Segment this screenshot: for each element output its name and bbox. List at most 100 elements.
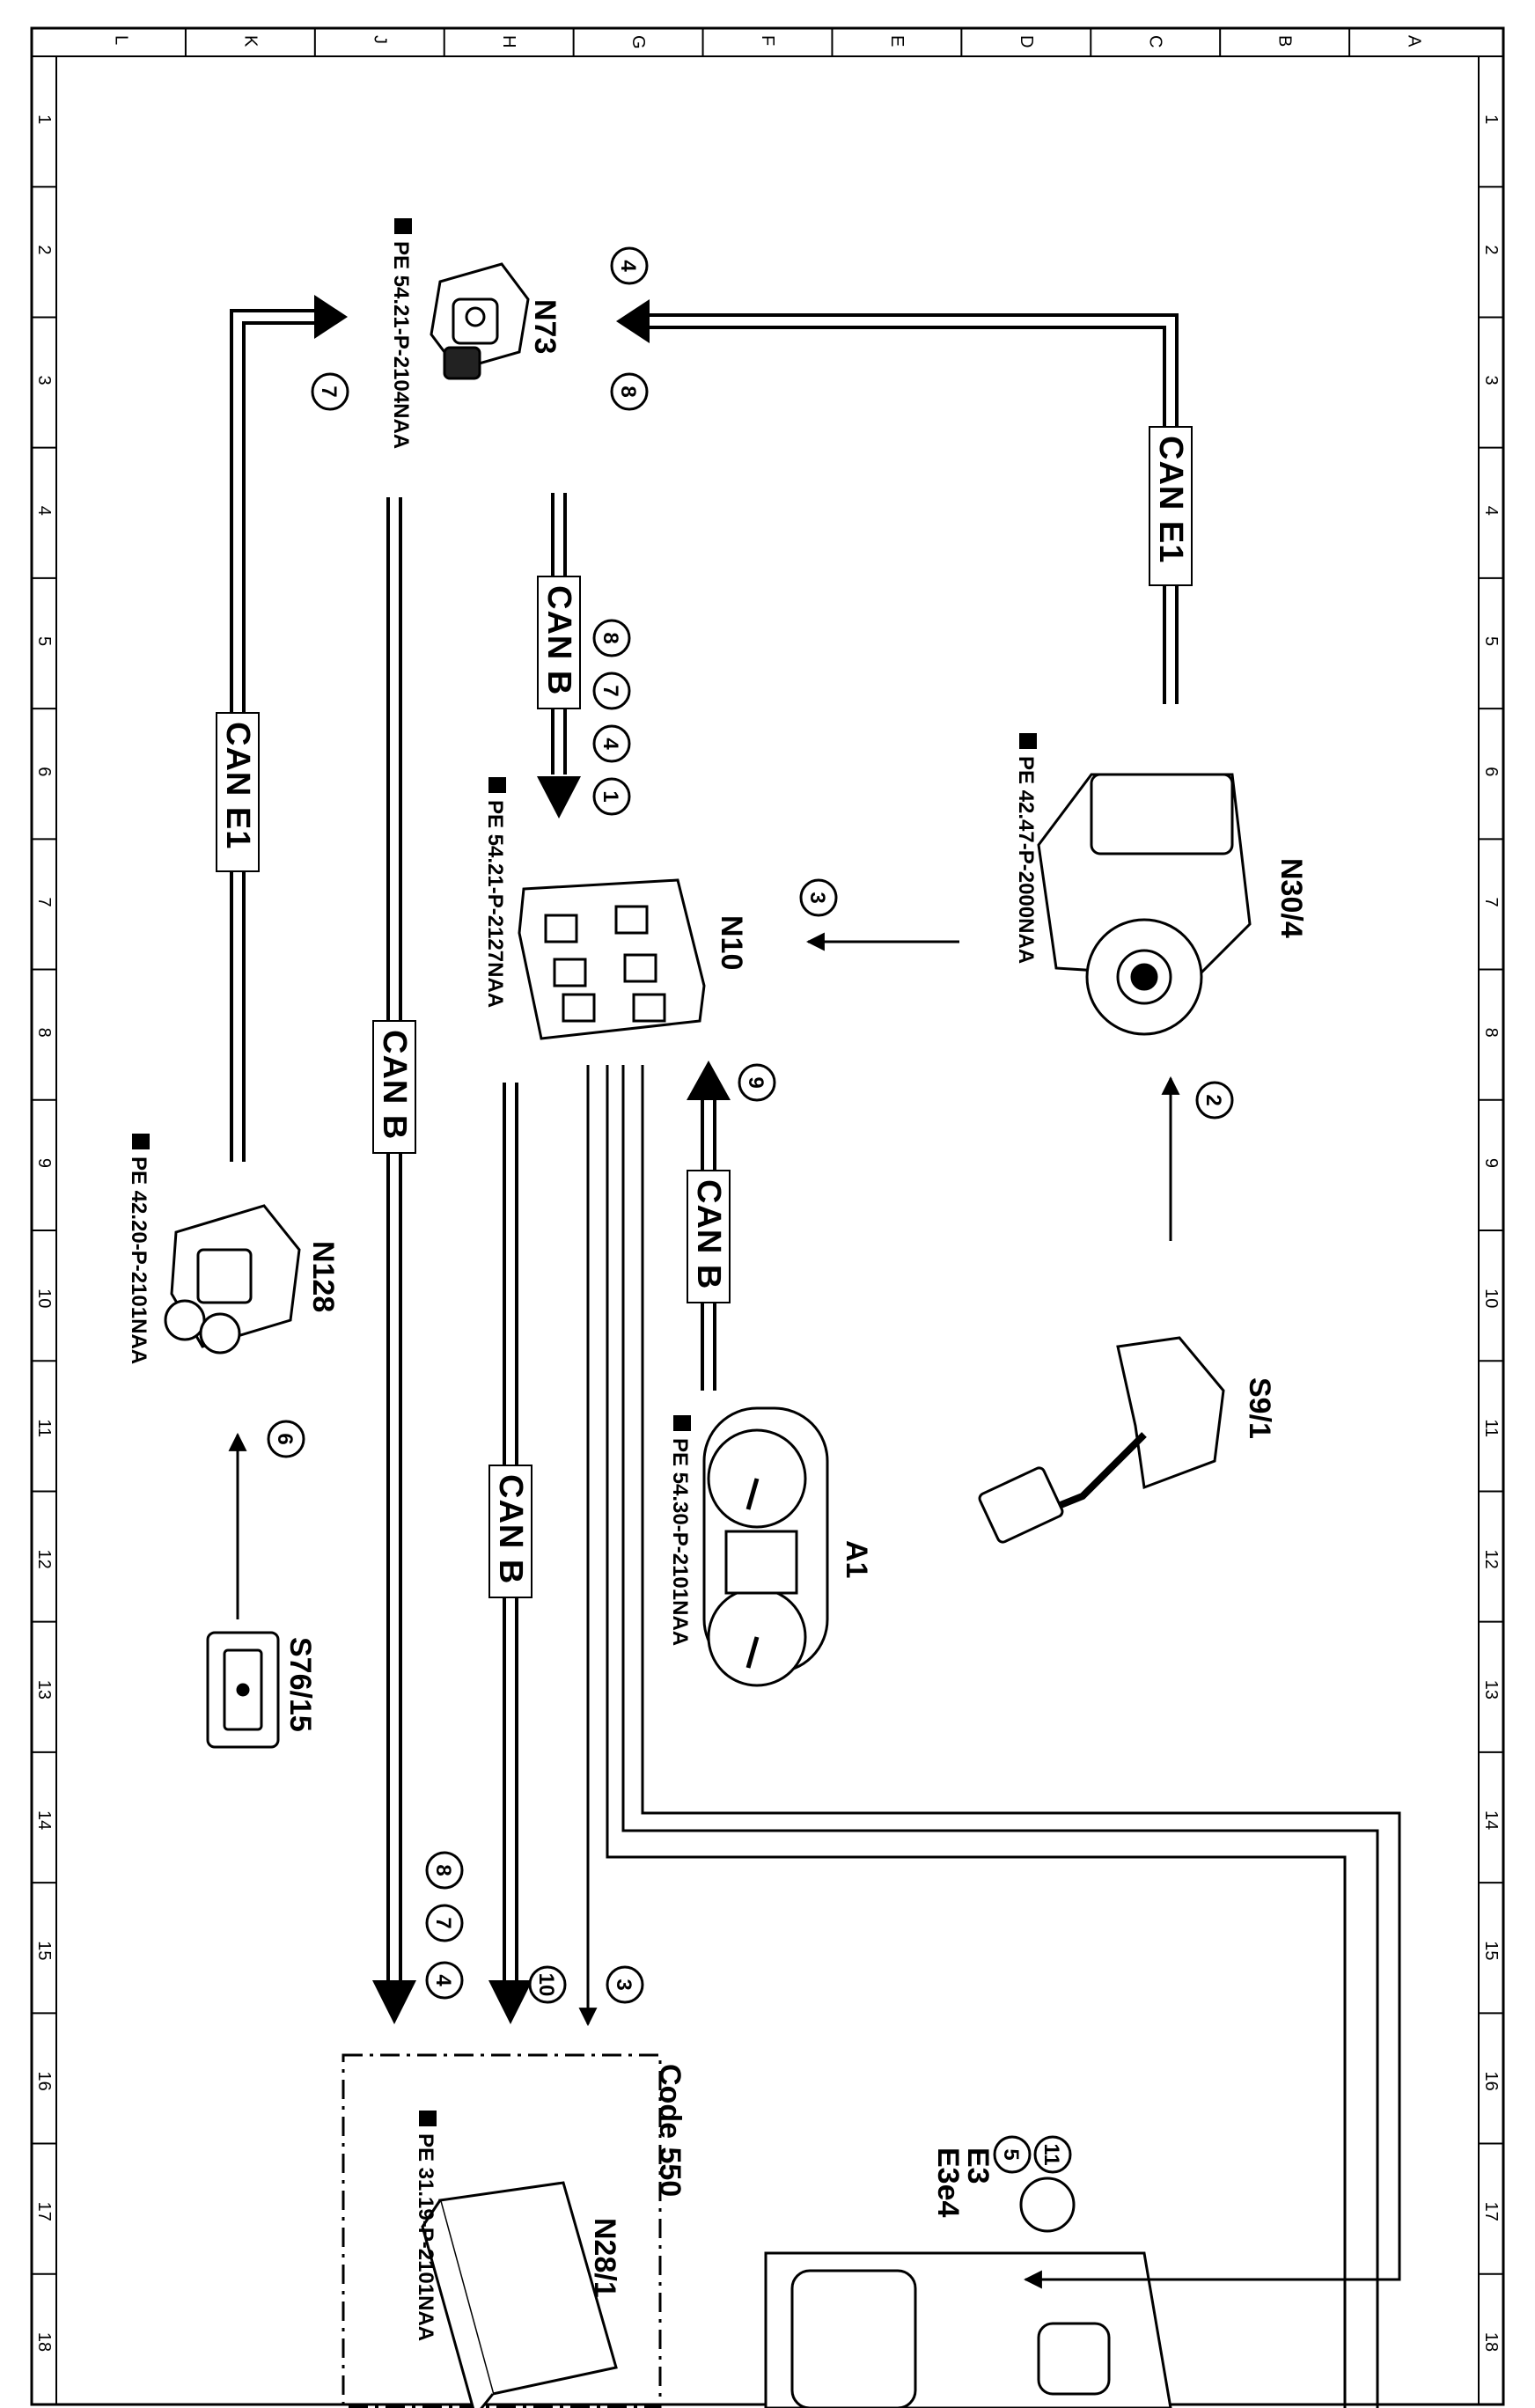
svg-text:2: 2 (1201, 1094, 1225, 1105)
svg-text:8: 8 (616, 385, 640, 397)
n73-label: N73 (528, 299, 562, 354)
s9-1-label: S9/1 (1243, 1377, 1276, 1439)
step-marker (592, 672, 631, 710)
component-s76-15: S76/15 (206, 1631, 317, 1749)
grid-row-label: 15 (34, 1941, 54, 1960)
headlamp-icon (764, 2177, 1172, 2408)
grid-row-label: 17 (34, 2202, 54, 2221)
grid-row-label: 1 (34, 114, 54, 124)
step-marker (425, 1904, 464, 1942)
can-b-label: CAN B (540, 585, 577, 695)
n73-pe-ref: PE 54.21-P-2104NAA (389, 241, 413, 449)
grid-row-label: 12 (1481, 1550, 1501, 1569)
grid-column-label: G (628, 35, 648, 49)
reference-icon (488, 777, 506, 793)
svg-text:9: 9 (744, 1076, 768, 1088)
grid-row-label: 5 (34, 636, 54, 646)
wiring-lines (228, 309, 1401, 2408)
svg-text:7: 7 (317, 385, 341, 397)
svg-text:5: 5 (999, 2148, 1023, 2160)
svg-text:8: 8 (599, 632, 622, 643)
step-marker (610, 246, 649, 285)
trailer-switch-icon (206, 1631, 280, 1749)
n28-1-pe-ref: PE 31.19-P-2101NAA (414, 2133, 437, 2341)
n128-label: N128 (306, 1241, 340, 1312)
component-n10: N10 PE 54.21-P-2127NAA (483, 777, 748, 1040)
step-marker (592, 777, 631, 816)
s76-15-label: S76/15 (283, 1637, 317, 1732)
grid-row-label: 6 (1481, 767, 1501, 776)
bus-labels: CAN E1 CAN E1 CAN B CAN B CAN B CAN B (216, 426, 1193, 1598)
trailer-module-icon (164, 1204, 301, 1354)
step-marker (592, 724, 631, 763)
component-n30-4: N30/4 PE 42.47-P-2000NAA (1014, 733, 1308, 1036)
grid-row-label: 16 (34, 2071, 54, 2090)
grid-row-label: 1 (1481, 114, 1501, 124)
grid-row-label: 9 (34, 1158, 54, 1168)
instrument-cluster-icon (702, 1406, 829, 1687)
grid-row-label: 17 (1481, 2202, 1501, 2221)
grid-row-label: 3 (1481, 376, 1501, 385)
svg-text:4: 4 (616, 260, 640, 272)
step-marker (528, 1965, 567, 2004)
grid-row-label: 16 (1481, 2071, 1501, 2090)
grid-row-label: 3 (34, 376, 54, 385)
grid-row-label: 9 (1481, 1158, 1501, 1168)
grid-row-label: 8 (1481, 1028, 1501, 1038)
step-marker (799, 878, 838, 917)
grid-row-label: 11 (34, 1419, 54, 1437)
grid-row-label: 15 (1481, 1941, 1501, 1960)
grid-row-label: 8 (34, 1028, 54, 1038)
component-e3: E3 E3e4 (764, 2147, 1172, 2408)
grid-column-label: E (887, 35, 907, 47)
trailer-module-icon (421, 2181, 618, 2408)
grid-row-label: 18 (1481, 2332, 1501, 2352)
a1-pe-ref: PE 54.30-P-2101NAA (668, 1438, 692, 1646)
step-marker (267, 1420, 305, 1458)
grid-column-label: F (758, 35, 777, 46)
can-b-label: CAN B (376, 1030, 413, 1140)
svg-text:7: 7 (431, 1917, 455, 1928)
grid-row-label: 14 (1481, 1810, 1501, 1830)
grid-column-label: L (111, 35, 130, 45)
component-n28-1: Code 550 N28/1 PE 31.19-P-2101NAA (342, 2053, 687, 2408)
code-550-boundary (342, 2053, 662, 2408)
grid-row-label: 7 (1481, 897, 1501, 907)
component-n73: N73 PE 54.21-P-2104NAA (389, 218, 562, 449)
grid-row-label: 10 (34, 1288, 54, 1308)
sam-module-icon (518, 878, 706, 1040)
n30-4-pe-ref: PE 42.47-P-2000NAA (1014, 756, 1038, 964)
reference-icon (673, 1415, 691, 1431)
a1-label: A1 (840, 1540, 873, 1578)
step-marker (738, 1063, 776, 1102)
n10-label: N10 (715, 915, 748, 970)
n30-4-label: N30/4 (1274, 858, 1308, 938)
step-marker (1195, 1081, 1234, 1120)
component-s9-1: S9/1 (978, 1336, 1276, 1544)
grid-column-label: B (1275, 35, 1295, 47)
e3e4-label: E3e4 (931, 2147, 965, 2217)
brake-pedal-icon (978, 1336, 1225, 1544)
grid-column-label: J (370, 35, 389, 44)
svg-text:6: 6 (273, 1433, 297, 1444)
component-a1: A1 PE 54.30-P-2101NAA (668, 1406, 873, 1687)
can-e1-label: CAN E1 (219, 722, 256, 849)
step-markers: 4 8 7 8 7 4 1 3 2 9 6 8 7 4 10 3 11 5 (267, 246, 1234, 2174)
grid-row-label: 12 (34, 1550, 54, 1569)
grid-row-label: 6 (34, 767, 54, 776)
svg-text:7: 7 (599, 685, 622, 696)
step-marker (425, 1961, 464, 2000)
grid-row-label: 11 (1481, 1419, 1501, 1437)
grid-row-label: 13 (1481, 1680, 1501, 1700)
grid-row-label: 13 (34, 1680, 54, 1700)
step-marker (311, 372, 349, 411)
reference-icon (394, 218, 412, 234)
svg-text:11: 11 (1039, 2143, 1063, 2165)
svg-text:3: 3 (612, 1979, 635, 1990)
grid-row-label: 4 (34, 506, 54, 516)
can-b-label: CAN B (690, 1179, 727, 1289)
grid-column-label: D (1017, 35, 1036, 48)
svg-text:10: 10 (534, 1973, 558, 1997)
svg-text:1: 1 (599, 790, 622, 802)
